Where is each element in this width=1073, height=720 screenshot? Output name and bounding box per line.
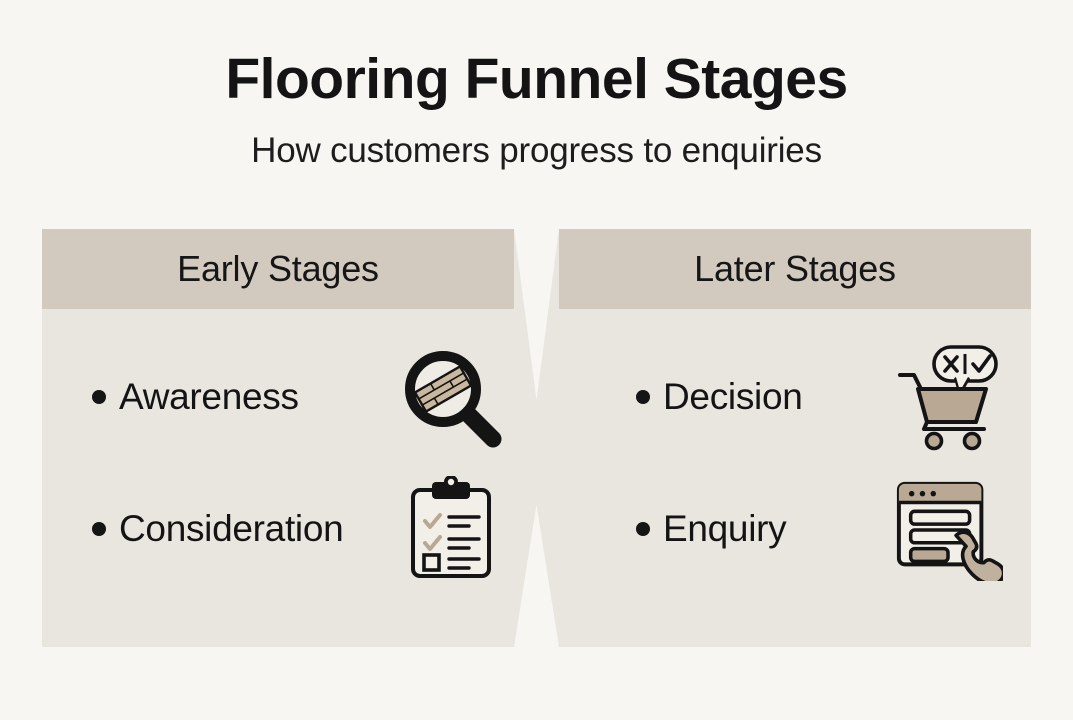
panel-later-header: Later Stages <box>559 229 1031 309</box>
bullet-consideration: Consideration <box>42 508 396 550</box>
panel-later-list: Decision <box>559 309 1031 647</box>
bullet-enquiry: Enquiry <box>559 508 893 550</box>
list-item[interactable]: Consideration <box>42 459 514 599</box>
shopping-cart-compare-icon <box>893 342 1003 452</box>
list-item-label: Consideration <box>119 508 344 549</box>
list-item[interactable]: Decision <box>559 327 1031 467</box>
bullet-dot-icon <box>636 522 650 536</box>
magnifying-glass-wood-plank-icon <box>396 342 506 452</box>
bullet-dot-icon <box>92 522 106 536</box>
list-item[interactable]: Enquiry <box>559 459 1031 599</box>
bullet-dot-icon <box>636 390 650 404</box>
clipboard-checklist-icon <box>396 474 506 584</box>
panel-early-heading-label: Early Stages <box>177 248 379 289</box>
bullet-decision: Decision <box>559 376 893 418</box>
contact-form-phone-icon <box>893 474 1003 584</box>
panel-later-stages: Later Stages Decision <box>529 229 1031 647</box>
panel-early-header: Early Stages <box>42 229 514 309</box>
page-title: Flooring Funnel Stages <box>225 47 848 111</box>
page-subtitle: How customers progress to enquiries <box>251 130 822 170</box>
list-item[interactable]: Awareness <box>42 327 514 467</box>
panel-early-stages: Early Stages Awareness <box>42 229 544 647</box>
bullet-awareness: Awareness <box>42 376 396 418</box>
panel-later-heading-label: Later Stages <box>694 248 896 289</box>
panel-early-list: Awareness <box>42 309 514 647</box>
bullet-dot-icon <box>92 390 106 404</box>
list-item-label: Enquiry <box>663 508 787 549</box>
header-block: Flooring Funnel Stages How customers pro… <box>0 48 1073 171</box>
list-item-label: Decision <box>663 376 803 417</box>
list-item-label: Awareness <box>119 376 299 417</box>
funnel-panels: Early Stages Awareness <box>0 229 1073 647</box>
